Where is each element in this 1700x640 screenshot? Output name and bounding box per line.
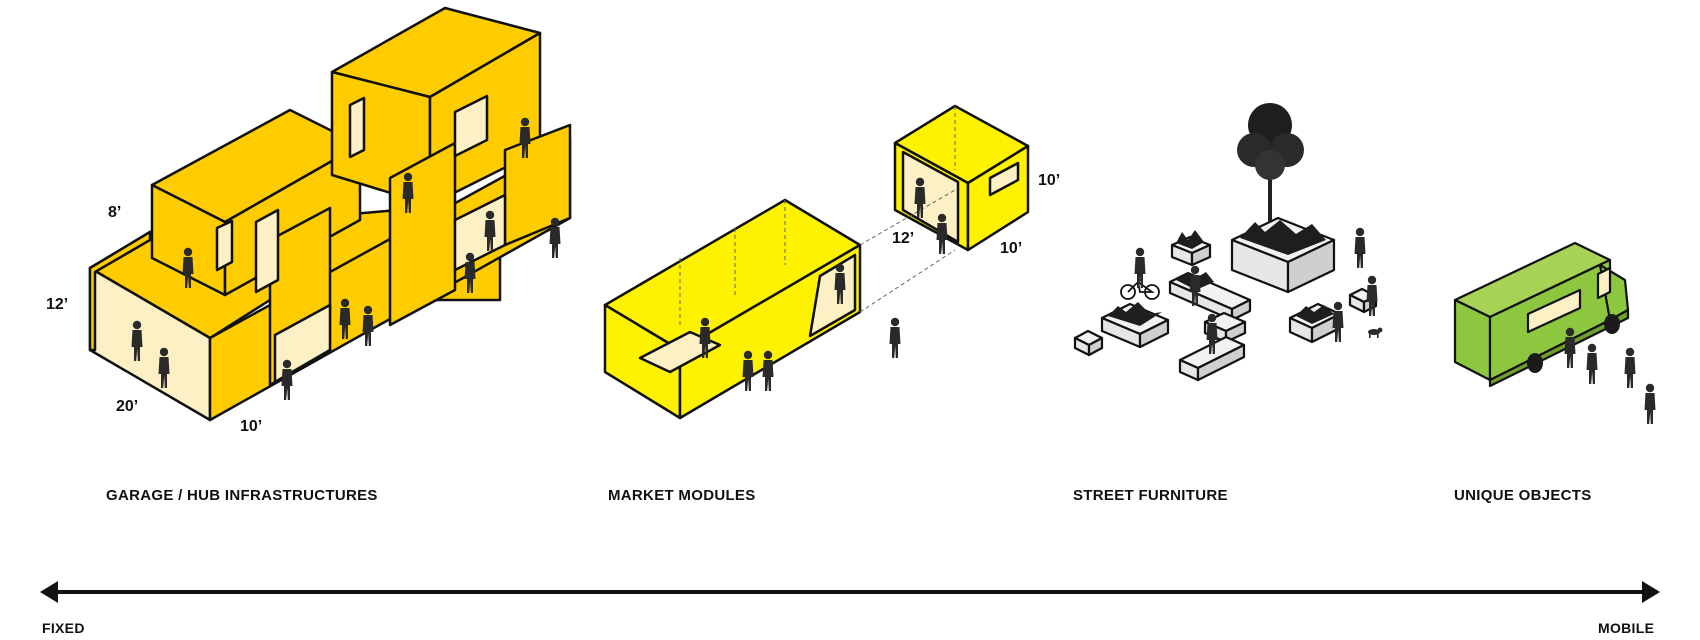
category-label-garage-hub: GARAGE / HUB INFRASTRUCTURES — [106, 487, 378, 504]
axis-label-fixed: FIXED — [42, 620, 85, 636]
bicycle — [1120, 279, 1160, 300]
category-label-street-furniture: STREET FURNITURE — [1073, 487, 1228, 504]
garage-hub-illustration — [88, 6, 572, 422]
dog — [1368, 327, 1383, 338]
street-furniture-illustration — [1073, 216, 1378, 382]
garage-dim-height-top: 8’ — [108, 204, 122, 221]
market-modules-illustration — [603, 104, 1030, 420]
category-label-market-modules: MARKET MODULES — [608, 487, 756, 504]
garage-dim-depth: 20’ — [116, 398, 139, 415]
axis-label-mobile: MOBILE — [1598, 620, 1655, 636]
module-dim-width: 10’ — [1000, 240, 1023, 257]
truck-wheels — [1527, 314, 1620, 373]
category-label-unique-objects: UNIQUE OBJECTS — [1454, 487, 1592, 504]
market-module-guide-lines — [679, 106, 956, 325]
module-dim-depth: 12’ — [892, 230, 915, 247]
garage-dim-width: 10’ — [240, 418, 263, 435]
module-dim-height: 10’ — [1038, 172, 1061, 189]
tree — [1237, 103, 1304, 225]
fixed-mobile-arrow — [40, 581, 1660, 603]
garage-dim-height-base: 12’ — [46, 296, 69, 313]
food-truck-illustration — [1453, 241, 1630, 388]
